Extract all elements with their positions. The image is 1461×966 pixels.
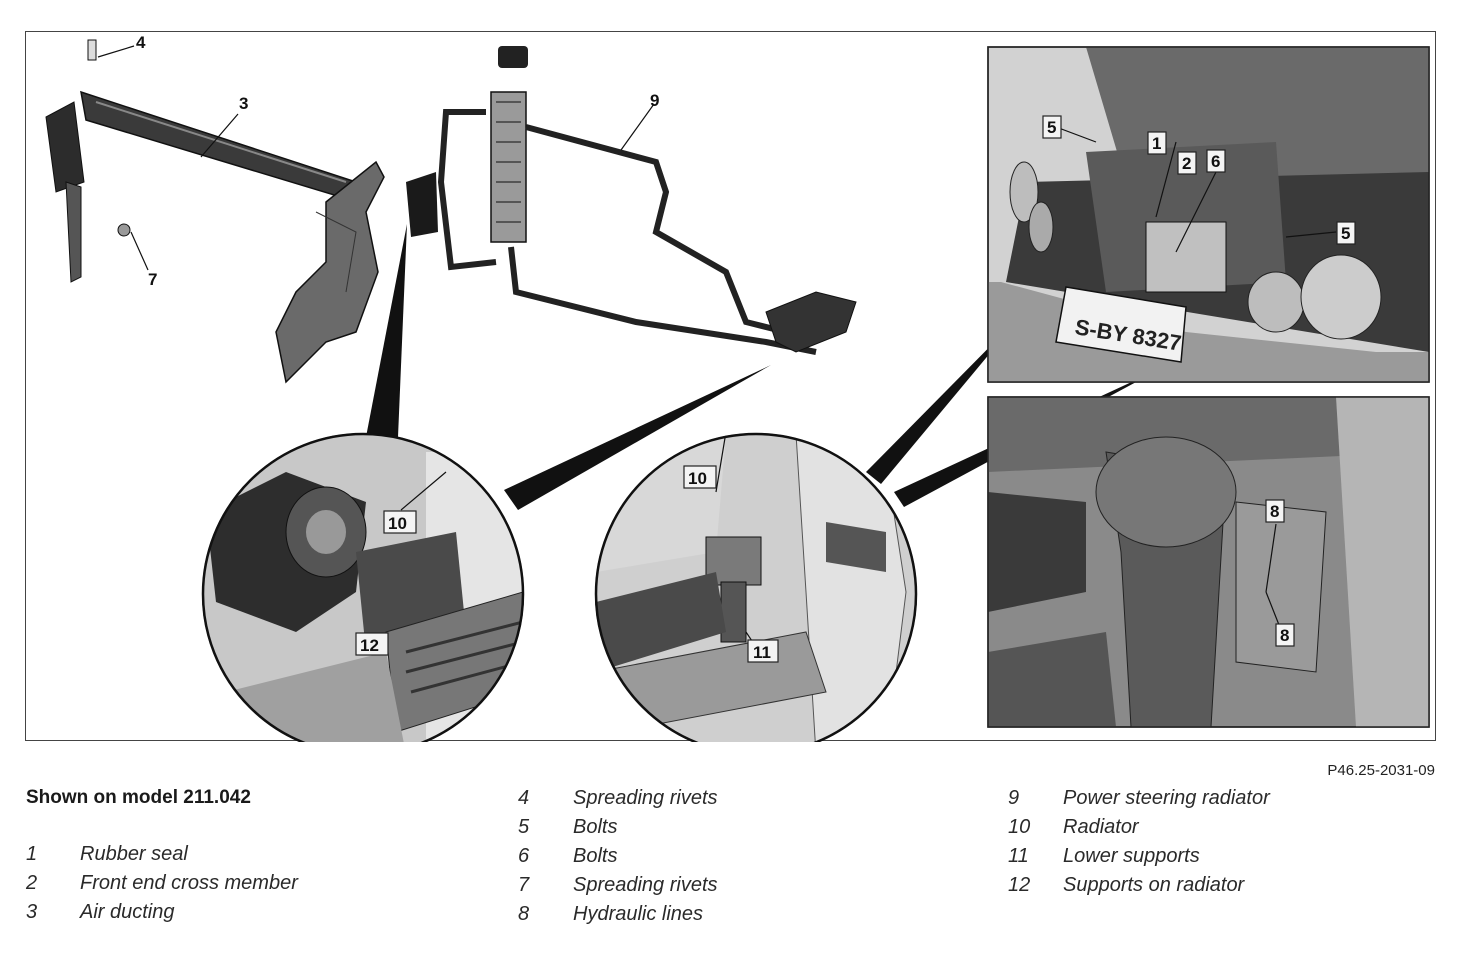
side-duct-left: [45, 101, 85, 193]
callout-3: 3: [239, 94, 248, 113]
callout-12: 12: [355, 632, 389, 656]
legend-number: 11: [1008, 845, 1029, 867]
callout-1: 1: [1147, 131, 1167, 155]
svg-text:8: 8: [1270, 502, 1279, 521]
hose-detail-photo: [987, 396, 1430, 728]
legend-label: Air ducting: [80, 901, 175, 923]
svg-text:5: 5: [1341, 224, 1350, 243]
legend-number: 7: [518, 874, 530, 896]
svg-text:4: 4: [136, 33, 146, 52]
legend-label: Rubber seal: [80, 843, 188, 865]
power-steering-radiator: [406, 46, 857, 355]
legend-label: Front end cross member: [80, 872, 298, 894]
svg-text:3: 3: [239, 94, 248, 113]
legend-label: Supports on radiator: [1063, 874, 1245, 896]
vehicle-front-photo: [987, 46, 1430, 383]
figure-caption: Shown on model 211.042: [26, 787, 251, 808]
hydraulic-line-lower: [508, 246, 817, 355]
spreading-rivet-7: [117, 223, 149, 271]
svg-text:5: 5: [1047, 118, 1056, 137]
callout-10-left: 10: [383, 510, 417, 534]
legend-number: 2: [26, 872, 38, 894]
pointer-to-middle-circle-left: [504, 365, 771, 510]
detail-circle-left: [201, 432, 525, 742]
pointer-to-left-circle: [366, 224, 407, 437]
callout-5-left: 5: [1042, 115, 1062, 139]
legend-label: Spreading rivets: [573, 874, 718, 896]
legend-label: Lower supports: [1063, 845, 1200, 867]
legend-number: 6: [518, 845, 530, 867]
pointer-to-middle-circle-right: [866, 310, 1026, 484]
callout-8-upper: 8: [1265, 499, 1285, 523]
legend-label: Radiator: [1063, 816, 1139, 838]
svg-text:6: 6: [1211, 152, 1220, 171]
legend-number: 10: [1008, 816, 1031, 838]
callout-4: 4: [136, 33, 146, 52]
side-duct-right: [275, 160, 385, 384]
detail-circle-middle: [594, 432, 918, 742]
legend-number: 4: [518, 787, 530, 809]
exploded-diagram: 4 3 7 9 10 12 10 11 5 1 2: [45, 33, 1430, 742]
callout-2: 2: [1177, 151, 1197, 175]
legend-label: Power steering radiator: [1063, 787, 1270, 809]
callout-10-middle: 10: [683, 465, 717, 489]
legend-number: 9: [1008, 787, 1020, 809]
callout-7: 7: [148, 270, 157, 289]
legend-number: 3: [26, 901, 38, 923]
svg-text:8: 8: [1280, 626, 1289, 645]
svg-text:9: 9: [650, 91, 659, 110]
legend-number: 12: [1008, 874, 1031, 896]
svg-text:11: 11: [753, 643, 771, 662]
callout-8-lower: 8: [1275, 623, 1295, 647]
figure-reference-code: P46.25-2031-09: [1327, 762, 1435, 779]
svg-text:10: 10: [688, 469, 707, 488]
svg-text:1: 1: [1152, 134, 1161, 153]
legend-label: Bolts: [573, 816, 618, 838]
legend-label: Spreading rivets: [573, 787, 718, 809]
legend-number: 1: [26, 843, 38, 865]
callout-9: 9: [650, 91, 659, 110]
svg-text:12: 12: [360, 636, 379, 655]
svg-text:2: 2: [1182, 154, 1191, 173]
hydraulic-line-upper: [437, 109, 497, 271]
legend-label: Hydraulic lines: [573, 903, 704, 925]
spreading-rivet-4: [87, 39, 135, 61]
callout-5-right: 5: [1336, 221, 1356, 245]
air-ducting-assembly: [45, 39, 385, 384]
hydraulic-line-main: [525, 124, 826, 335]
callout-11: 11: [747, 639, 779, 663]
air-ducting-bar: [80, 90, 366, 206]
figure-frame: 4 3 7 9 10 12 10 11 5 1 2: [25, 31, 1436, 742]
callout-6: 6: [1206, 149, 1226, 173]
legend-label: Bolts: [573, 845, 618, 867]
svg-text:7: 7: [148, 270, 157, 289]
legend-number: 5: [518, 816, 530, 838]
legend-number: 8: [518, 903, 530, 925]
svg-text:10: 10: [388, 514, 407, 533]
